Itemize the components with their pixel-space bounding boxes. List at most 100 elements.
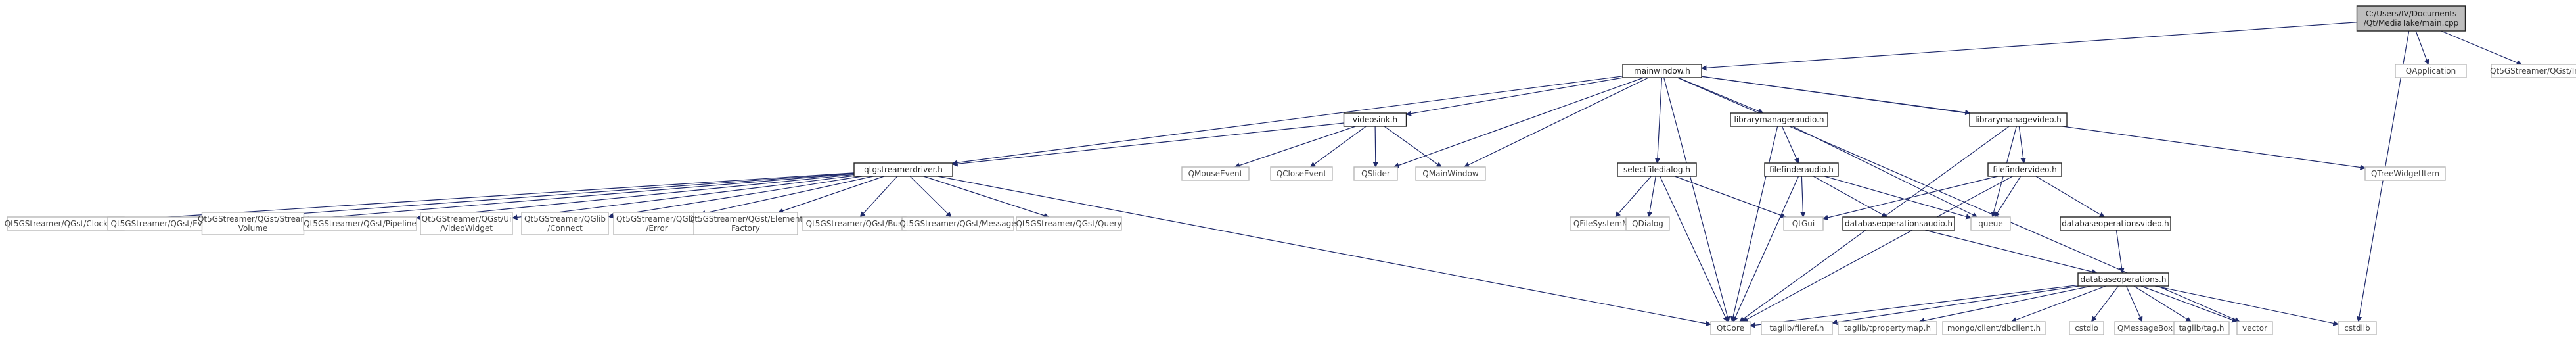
node-label: Qt5GStreamer/QGst/Query bbox=[1016, 219, 1121, 228]
node-label: Qt5GStreamer/QGst/Element bbox=[689, 214, 803, 224]
edge-mainwin-to-qmainwin bbox=[1463, 77, 1649, 168]
node-label: Qt5GStreamer/QGst/Bus bbox=[806, 219, 903, 228]
node-tpropmap: taglib/tpropertymap.h bbox=[1838, 321, 1937, 335]
edge-dbops-to-vector bbox=[2140, 285, 2238, 323]
nodes-layer: C:/Users/IV/Documents/Qt/MediaTake/main.… bbox=[5, 5, 2576, 335]
edge-selfile-to-qdialog bbox=[1646, 176, 1656, 218]
edge-selfile-to-qfsmodel bbox=[1615, 176, 1652, 218]
node-box bbox=[1970, 216, 2011, 231]
node-label: databaseoperations.h bbox=[2081, 275, 2167, 284]
node-label: Qt5GStreamer/QGst/Stream bbox=[198, 214, 308, 224]
edge-dbaudio-to-dbops bbox=[1925, 230, 2098, 275]
node-gstinit: Qt5GStreamer/QGst/Init bbox=[2490, 64, 2576, 78]
node-selfile[interactable]: selectfiledialog.h bbox=[1617, 162, 1697, 177]
node-label: taglib/tag.h bbox=[2179, 324, 2224, 333]
edge-libaudio-to-queue bbox=[1792, 126, 1978, 218]
edge-qgst-to-glibconn bbox=[608, 176, 863, 219]
edge-qgst-to-pipeline bbox=[416, 174, 855, 220]
edge-libaudio-to-qtcore bbox=[1730, 126, 1778, 322]
edge-videosink-to-qclose bbox=[1309, 126, 1367, 168]
node-label: mainwindow.h bbox=[1634, 66, 1690, 76]
node-box bbox=[1987, 162, 2062, 177]
node-libvideo[interactable]: librarymanagevideo.h bbox=[1969, 112, 2068, 127]
edge-libaudio-to-ffaudio bbox=[1781, 126, 1799, 164]
node-label: /VideoWidget bbox=[440, 224, 493, 233]
node-dbaudio[interactable]: databaseoperationsaudio.h bbox=[1842, 216, 1955, 231]
edge-main-to-qapp bbox=[2415, 30, 2429, 65]
node-query: Qt5GStreamer/QGst/Query bbox=[1016, 216, 1122, 231]
edge-dbops-to-cstdlib bbox=[2154, 285, 2339, 326]
node-label: selectfiledialog.h bbox=[1623, 165, 1690, 174]
node-tag: taglib/tag.h bbox=[2173, 321, 2230, 335]
node-qmsgbox: QMessageBox bbox=[2114, 321, 2176, 335]
edge-videosink-to-qmainwin bbox=[1384, 126, 1442, 168]
node-label: Qt5GStreamer/QGlib bbox=[524, 214, 606, 224]
node-qtgui: QtGui bbox=[1783, 216, 1824, 231]
edge-videosink-to-qmouse bbox=[1234, 126, 1356, 168]
node-glibconn: Qt5GStreamer/QGlib/Connect bbox=[521, 212, 609, 235]
edge-main-to-gstinit bbox=[2441, 30, 2522, 65]
edge-qgst-to-streamvol bbox=[303, 173, 855, 222]
edge-mainwin-to-qslider bbox=[1393, 77, 1644, 168]
node-label: QMainWindow bbox=[1422, 169, 1479, 178]
edge-dbops-to-qmsgbox bbox=[2125, 285, 2143, 322]
node-videosink[interactable]: videosink.h bbox=[1343, 112, 1407, 127]
node-box bbox=[2060, 216, 2171, 231]
node-label: Qt5GStreamer/QGst/Event bbox=[111, 219, 215, 228]
node-label: vector bbox=[2242, 324, 2267, 333]
node-qmouse: QMouseEvent bbox=[1181, 166, 1250, 181]
node-label: Qt5GStreamer/QGlib bbox=[616, 214, 698, 224]
node-box bbox=[1622, 64, 1702, 78]
node-box bbox=[693, 212, 798, 235]
edge-selfile-to-qtcore bbox=[1660, 176, 1728, 322]
node-box bbox=[1764, 162, 1839, 177]
node-box bbox=[1761, 321, 1833, 335]
node-box bbox=[2069, 321, 2104, 335]
node-label: databaseoperationsvideo.h bbox=[2062, 219, 2169, 228]
node-box bbox=[1625, 216, 1670, 231]
node-box bbox=[1710, 321, 1751, 335]
edge-mainwin-to-selfile bbox=[1654, 77, 1663, 164]
edge-selfile-to-qtgui bbox=[1674, 176, 1786, 218]
node-label: QtCore bbox=[1717, 324, 1744, 333]
node-vector: vector bbox=[2236, 321, 2273, 335]
node-qgst[interactable]: qtgstreamerdriver.h bbox=[853, 162, 953, 177]
node-dbvideo[interactable]: databaseoperationsvideo.h bbox=[2060, 216, 2171, 231]
node-box bbox=[2173, 321, 2230, 335]
node-box bbox=[201, 212, 305, 235]
node-ffaudio[interactable]: filefinderaudio.h bbox=[1764, 162, 1839, 177]
node-label: qtgstreamerdriver.h bbox=[864, 165, 943, 174]
node-label: Qt5GStreamer/QGst/ClockTime bbox=[5, 219, 127, 228]
node-mainwin[interactable]: mainwindow.h bbox=[1622, 64, 1702, 78]
node-label: Qt5GStreamer/QGst/Message bbox=[899, 219, 1016, 228]
edge-ffaudio-to-qtcore bbox=[1732, 176, 1799, 322]
node-box bbox=[2236, 321, 2273, 335]
node-cstdio: cstdio bbox=[2069, 321, 2104, 335]
node-label: Factory bbox=[731, 224, 760, 233]
edge-qgst-to-qtcore bbox=[938, 176, 1711, 326]
node-dbops[interactable]: databaseoperations.h bbox=[2077, 272, 2169, 287]
node-main[interactable]: C:/Users/IV/Documents/Qt/MediaTake/main.… bbox=[2356, 5, 2466, 32]
node-libaudio[interactable]: librarymanageraudio.h bbox=[1730, 112, 1828, 127]
edge-ffaudio-to-qtgui bbox=[1800, 176, 1806, 218]
edge-dbops-to-qtcore bbox=[1750, 284, 2079, 328]
node-ffvideo[interactable]: filefindervideo.h bbox=[1987, 162, 2062, 177]
node-label: QSlider bbox=[1361, 169, 1390, 178]
node-label: cstdlib bbox=[2344, 324, 2370, 333]
node-box bbox=[1969, 112, 2068, 127]
node-label: QMouseEvent bbox=[1188, 169, 1243, 178]
node-box bbox=[1783, 216, 1824, 231]
edge-qgst-to-elemfact bbox=[777, 176, 884, 214]
node-box bbox=[901, 216, 1014, 231]
node-label: filefindervideo.h bbox=[1993, 165, 2056, 174]
edge-qgst-to-videowid bbox=[512, 175, 855, 220]
edge-ffaudio-to-queue bbox=[1824, 176, 1972, 220]
node-label: /Error bbox=[646, 224, 667, 233]
node-box bbox=[1842, 216, 1955, 231]
node-label: Qt5GStreamer/QGst/Init bbox=[2490, 66, 2576, 76]
edge-dbops-to-tpropmap bbox=[1918, 285, 2092, 324]
edge-videosink-to-qgst bbox=[952, 122, 1344, 167]
